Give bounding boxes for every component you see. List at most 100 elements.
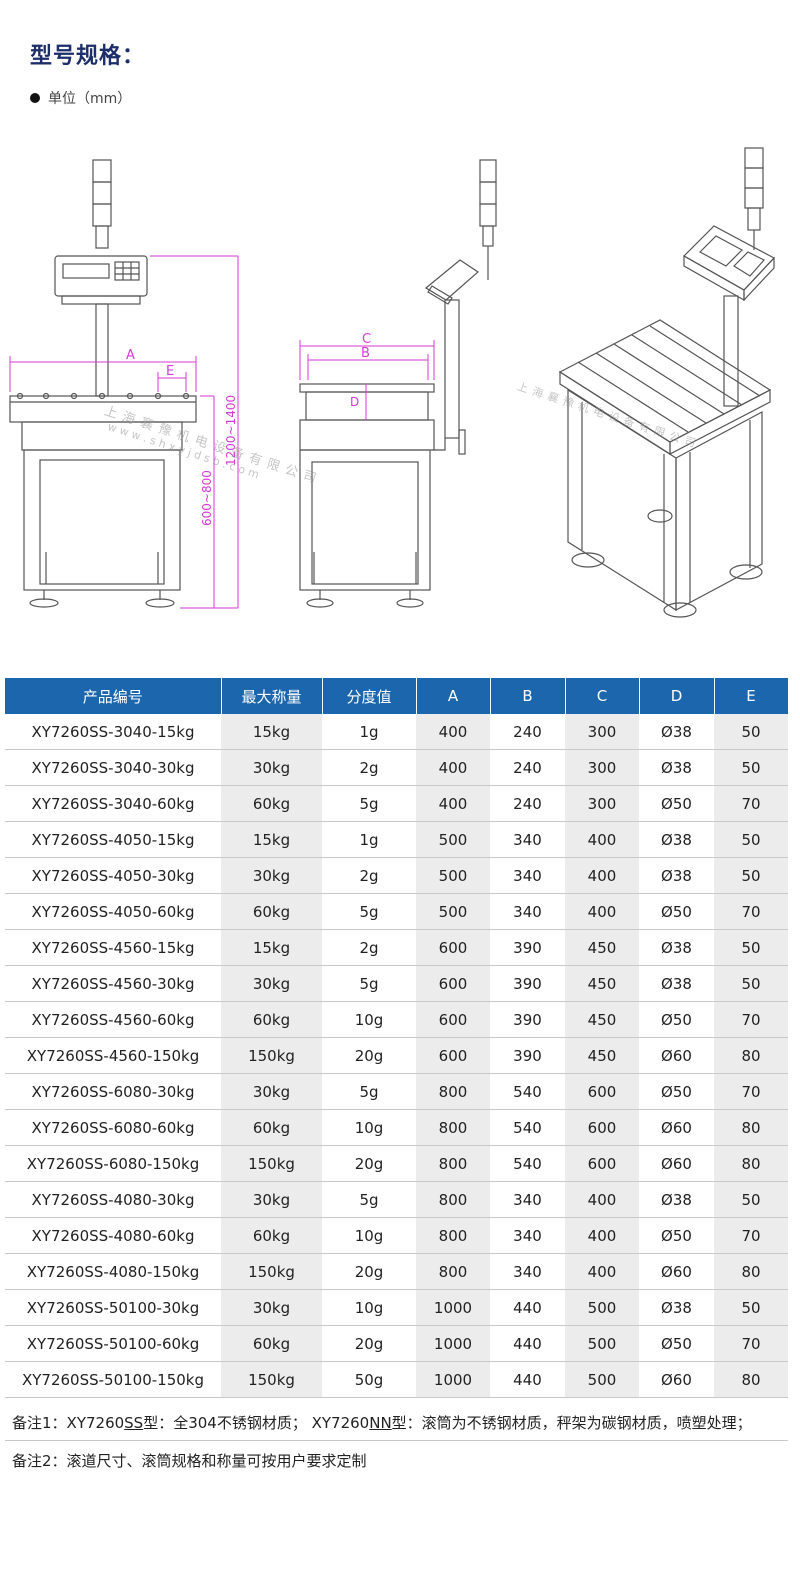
cell-capacity: 60kg xyxy=(221,1217,322,1254)
cell-capacity: 30kg xyxy=(221,1073,322,1110)
cell-a: 500 xyxy=(416,893,490,930)
cell-division: 20g xyxy=(322,1037,416,1074)
dim-label-e: E xyxy=(166,364,174,379)
cell-e: 50 xyxy=(714,749,788,786)
cell-b: 340 xyxy=(490,893,565,930)
cell-a: 800 xyxy=(416,1253,490,1290)
section-title: 型号规格： xyxy=(30,44,146,69)
cell-division: 10g xyxy=(322,1217,416,1254)
cell-model: XY7260SS-4560-15kg xyxy=(5,929,221,966)
cell-e: 50 xyxy=(714,857,788,894)
cell-e: 70 xyxy=(714,893,788,930)
cell-capacity: 30kg xyxy=(221,749,322,786)
cell-model: XY7260SS-4560-60kg xyxy=(5,1001,221,1038)
cell-d: Ø50 xyxy=(639,893,714,930)
cell-b: 540 xyxy=(490,1073,565,1110)
col-header-a: A xyxy=(416,678,491,714)
cell-a: 600 xyxy=(416,929,490,966)
cell-a: 400 xyxy=(416,785,490,822)
cell-d: Ø38 xyxy=(639,857,714,894)
cell-division: 5g xyxy=(322,965,416,1002)
cell-model: XY7260SS-4080-150kg xyxy=(5,1253,221,1290)
note-1-ss-code: SS xyxy=(124,1414,144,1432)
cell-c: 450 xyxy=(565,1037,639,1074)
cell-a: 600 xyxy=(416,965,490,1002)
cell-division: 20g xyxy=(322,1145,416,1182)
cell-model: XY7260SS-4050-60kg xyxy=(5,893,221,930)
cell-e: 50 xyxy=(714,1181,788,1218)
dim-label-c: C xyxy=(362,332,371,347)
cell-capacity: 150kg xyxy=(221,1361,322,1398)
cell-capacity: 15kg xyxy=(221,821,322,858)
unit-note: 单位（mm） xyxy=(48,91,132,107)
cell-c: 400 xyxy=(565,893,639,930)
cell-c: 400 xyxy=(565,1181,639,1218)
technical-drawings: A E C B D 1200~1400 600~800 xyxy=(9,147,775,618)
spec-table: 产品编号 最大称量 分度值 A B C D E XY7260SS-3040-15… xyxy=(5,678,789,1398)
cell-d: Ø50 xyxy=(639,1001,714,1038)
cell-a: 800 xyxy=(416,1181,490,1218)
cell-b: 340 xyxy=(490,1181,565,1218)
cell-b: 440 xyxy=(490,1325,565,1362)
cell-model: XY7260SS-4080-60kg xyxy=(5,1217,221,1254)
cell-division: 1g xyxy=(322,714,416,750)
cell-d: Ø50 xyxy=(639,1325,714,1362)
cell-b: 540 xyxy=(490,1109,565,1146)
cell-e: 80 xyxy=(714,1145,788,1182)
dim-label-height-total: 1200~1400 xyxy=(224,395,238,466)
cell-d: Ø38 xyxy=(639,965,714,1002)
cell-c: 500 xyxy=(565,1361,639,1398)
cell-a: 800 xyxy=(416,1145,490,1182)
front-view-drawing xyxy=(9,159,197,608)
cell-c: 300 xyxy=(565,714,639,750)
cell-e: 70 xyxy=(714,1073,788,1110)
note-2: 备注2：滚道尺寸、滚筒规格和称量可按用户要求定制 xyxy=(12,1452,367,1470)
cell-model: XY7260SS-6080-30kg xyxy=(5,1073,221,1110)
cell-capacity: 15kg xyxy=(221,929,322,966)
cell-b: 390 xyxy=(490,1037,565,1074)
dim-label-d: D xyxy=(350,395,359,409)
side-view-drawing xyxy=(299,159,497,608)
cell-a: 600 xyxy=(416,1001,490,1038)
cell-division: 2g xyxy=(322,749,416,786)
cell-a: 500 xyxy=(416,857,490,894)
cell-a: 400 xyxy=(416,714,490,750)
cell-d: Ø50 xyxy=(639,1217,714,1254)
cell-model: XY7260SS-3040-15kg xyxy=(5,714,221,750)
cell-a: 800 xyxy=(416,1073,490,1110)
cell-b: 340 xyxy=(490,1217,565,1254)
cell-c: 500 xyxy=(565,1325,639,1362)
cell-model: XY7260SS-3040-60kg xyxy=(5,785,221,822)
cell-model: XY7260SS-4050-15kg xyxy=(5,821,221,858)
cell-a: 1000 xyxy=(416,1289,490,1326)
table-header-row: 产品编号 最大称量 分度值 A B C D E xyxy=(5,678,789,714)
dim-label-b: B xyxy=(361,346,370,361)
cell-d: Ø38 xyxy=(639,929,714,966)
cell-capacity: 150kg xyxy=(221,1145,322,1182)
cell-model: XY7260SS-50100-30kg xyxy=(5,1289,221,1326)
cell-model: XY7260SS-50100-60kg xyxy=(5,1325,221,1362)
cell-capacity: 60kg xyxy=(221,785,322,822)
cell-e: 70 xyxy=(714,1325,788,1362)
cell-division: 1g xyxy=(322,821,416,858)
cell-capacity: 15kg xyxy=(221,714,322,750)
cell-b: 240 xyxy=(490,785,565,822)
note-divider xyxy=(5,1440,788,1441)
cell-capacity: 150kg xyxy=(221,1253,322,1290)
cell-c: 450 xyxy=(565,1001,639,1038)
note-1: 备注1：XY7260SS型：全304不锈钢材质； XY7260NN型：滚筒为不锈… xyxy=(12,1412,792,1433)
cell-c: 600 xyxy=(565,1109,639,1146)
cell-division: 5g xyxy=(322,893,416,930)
cell-c: 400 xyxy=(565,1217,639,1254)
cell-d: Ø38 xyxy=(639,749,714,786)
